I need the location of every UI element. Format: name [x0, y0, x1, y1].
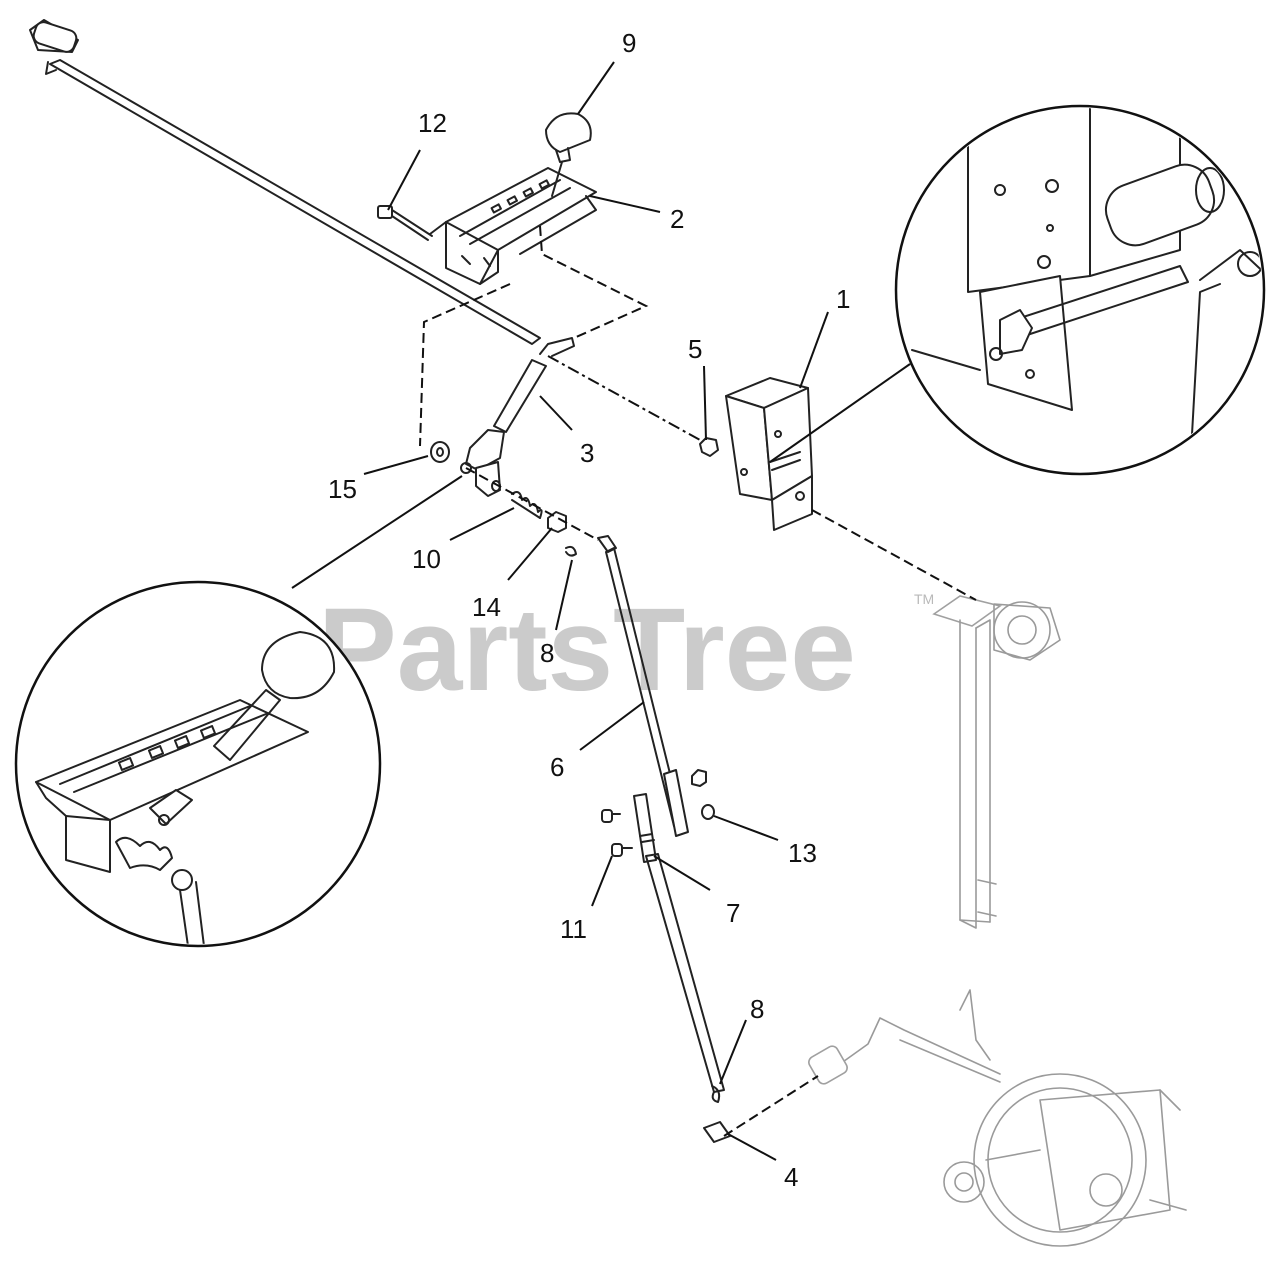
nut-13	[691, 769, 715, 820]
callout-5: 5	[688, 334, 702, 364]
callout-2: 2	[670, 204, 684, 234]
shift-rod	[29, 19, 541, 345]
upper-rod	[597, 535, 689, 837]
callout-7: 7	[726, 898, 740, 928]
callout-8-upper: 8	[540, 638, 554, 668]
callout-11: 11	[560, 914, 587, 944]
watermark-trademark: TM	[914, 591, 934, 607]
callout-3: 3	[580, 438, 594, 468]
shift-plate-bracket	[429, 167, 597, 285]
lower-rod	[633, 793, 725, 1093]
callout-14: 14	[472, 592, 501, 622]
wheel-assembly	[808, 989, 1187, 1247]
assembly-lines	[419, 225, 977, 1137]
clip-8-lower	[711, 1085, 721, 1103]
frame-column	[932, 595, 1061, 929]
bolt-12	[377, 205, 433, 241]
callout-12: 12	[418, 108, 447, 138]
nut-5	[699, 437, 719, 457]
callout-4: 4	[784, 1162, 798, 1192]
bolt-11	[601, 809, 633, 857]
callout-15: 15	[328, 474, 357, 504]
callout-1: 1	[836, 284, 850, 314]
mount-bracket	[725, 377, 813, 531]
detail-connectors	[291, 363, 911, 589]
shift-knob	[545, 112, 592, 197]
ferrule-4	[703, 1121, 731, 1143]
detail-view-left	[14, 580, 382, 948]
clip-8-upper	[565, 545, 577, 557]
callout-8-lower: 8	[750, 994, 764, 1024]
callout-10: 10	[412, 544, 441, 574]
callout-9: 9	[622, 28, 636, 58]
detail-view-right	[894, 104, 1266, 476]
nut-14	[547, 511, 567, 533]
callout-labels: 1 2 3 4 5 6 7 8 8 9 10 11 12 13 14 15	[328, 28, 850, 1192]
watermark-text: PartsTree	[318, 584, 856, 716]
callout-6: 6	[550, 752, 564, 782]
washer-15	[430, 441, 450, 463]
callout-leaders	[363, 61, 829, 1161]
callout-13: 13	[788, 838, 817, 868]
